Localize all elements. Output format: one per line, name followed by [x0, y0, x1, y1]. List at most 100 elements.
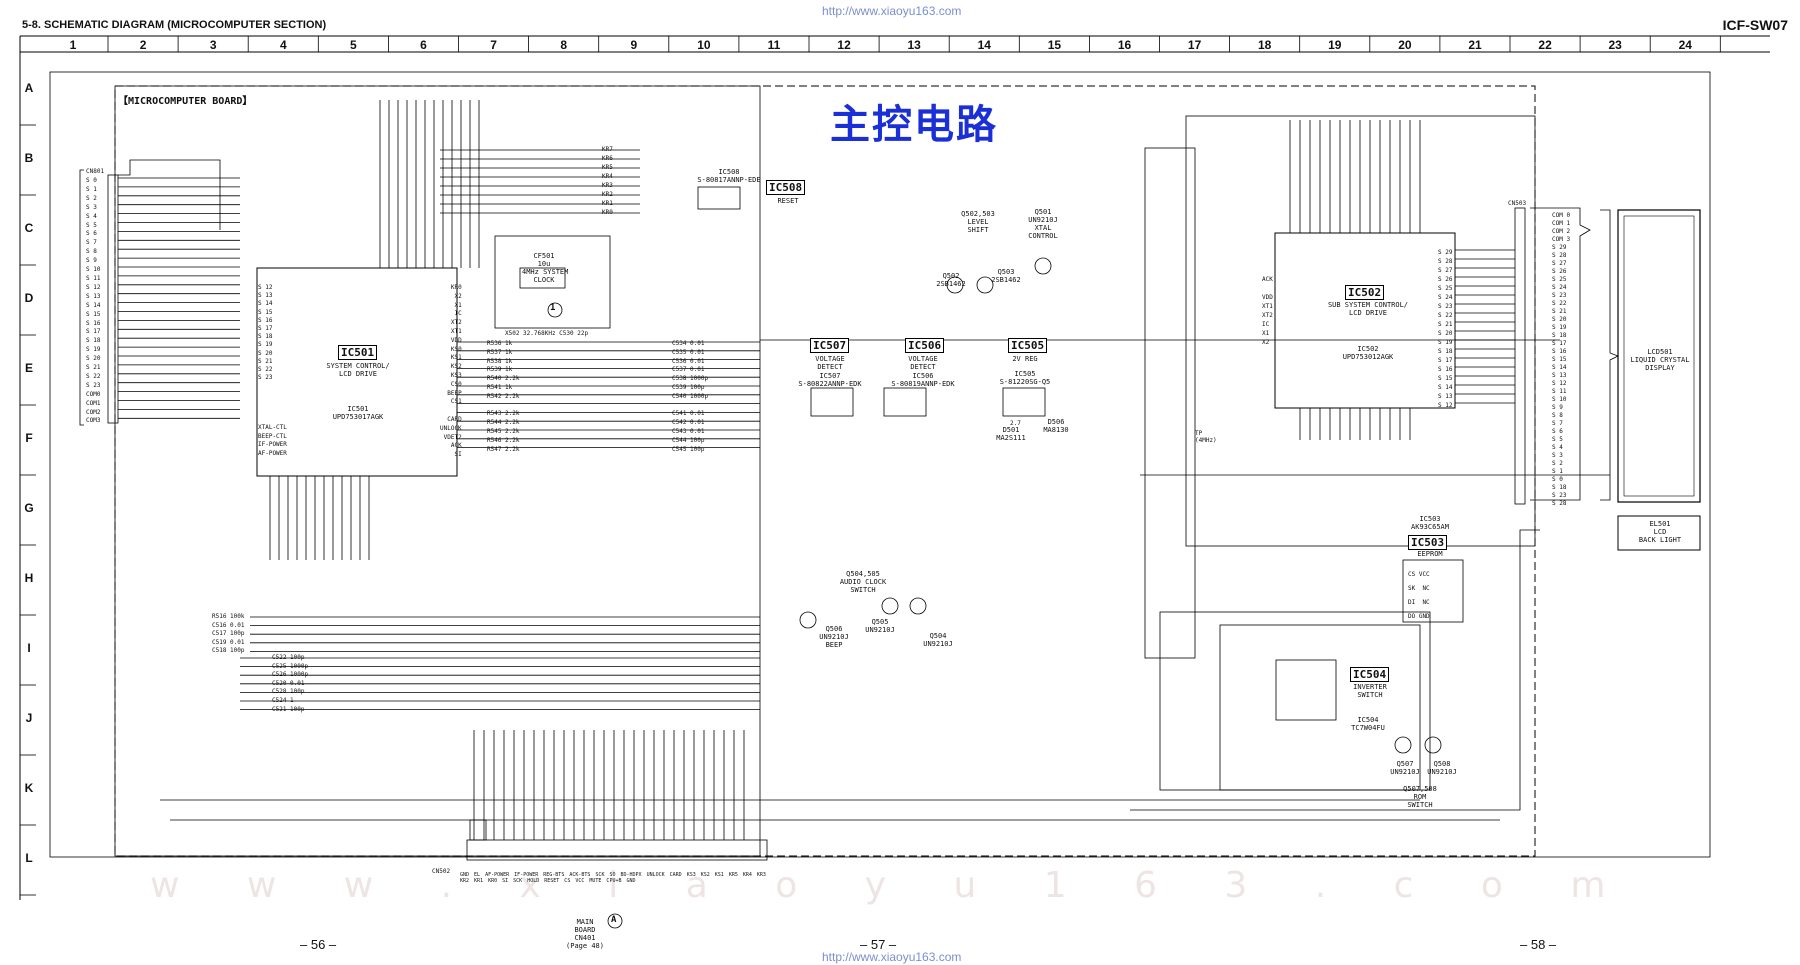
- column-number-2: 2: [139, 38, 147, 52]
- q505-part: Q505 UN9210J: [865, 618, 895, 634]
- row-letter-C: C: [24, 221, 34, 235]
- ic504-part: IC504 TC7W04FU: [1351, 716, 1385, 732]
- key-return-list: KR7 KR6 KR5 KR4 KR3 KR2 KR1 KR0: [602, 146, 613, 216]
- row-letter-D: D: [24, 291, 34, 305]
- ic507-tag: IC507: [810, 338, 850, 353]
- column-number-22: 22: [1538, 38, 1552, 52]
- main-board-label: MAIN BOARD CN401 (Page 48): [566, 918, 604, 950]
- ic505-desc: 2V REG: [1012, 355, 1038, 363]
- d501-label: D501 MA2S111: [996, 426, 1026, 442]
- ic502-part: IC502 UPD753012AGK: [1342, 345, 1394, 361]
- ic507-desc: VOLTAGE DETECT: [815, 355, 845, 371]
- ic501-left-pins: S 12 S 13 S 14 S 15 S 16 S 17 S 18 S 19 …: [258, 284, 273, 382]
- cn801-pins: S 0 S 1 S 2 S 3 S 4 S 5 S 6 S 7 S 8 S 9 …: [86, 177, 101, 425]
- ic503-tag: IC503: [1408, 535, 1448, 550]
- ic501-control-pins: XTAL-CTL BEEP-CTL IF-POWER AF-POWER: [258, 424, 287, 457]
- column-number-18: 18: [1258, 38, 1272, 52]
- column-number-13: 13: [907, 38, 921, 52]
- column-number-5: 5: [350, 38, 357, 52]
- row-letter-H: H: [24, 571, 34, 585]
- capacitor-list-lower: C522 100p C525 1000p C526 1000p C520 0.0…: [272, 654, 309, 713]
- ic502-right-pins: S 29 S 28 S 27 S 26 S 25 S 24 S 23 S 22 …: [1438, 249, 1453, 409]
- ic501-part: IC501 UPD753017AGK: [332, 405, 384, 421]
- tp-4mhz: TP (4MHz): [1195, 430, 1217, 444]
- row-letter-F: F: [25, 431, 33, 445]
- q504-505-label: Q504,505 AUDIO CLOCK SWITCH: [839, 570, 887, 594]
- ic502-left-pins: ACK VDD XT1 XT2 IC X1 X2: [1262, 276, 1273, 346]
- ic508-part: IC508 S-80817ANNP-EDE: [697, 168, 761, 184]
- el501-label: EL501 LCD BACK LIGHT: [1638, 520, 1682, 544]
- ic505-part: IC505 S-81220SG-Q5: [999, 370, 1051, 386]
- connector-a-marker: A: [611, 915, 617, 925]
- column-number-8: 8: [560, 38, 568, 52]
- column-number-7: 7: [490, 38, 497, 52]
- column-number-12: 12: [837, 38, 851, 52]
- q503-part: Q503 2SB1462: [991, 268, 1021, 284]
- cn503-pins: COM 0 COM 1 COM 2 COM 3 S 29 S 28 S 27 S…: [1552, 212, 1571, 507]
- watermark-url-top[interactable]: http://www.xiaoyu163.com: [822, 4, 962, 18]
- q504-part: Q504 UN9210J: [923, 632, 953, 648]
- column-number-11: 11: [767, 38, 781, 52]
- ic501-desc: SYSTEM CONTROL/ LCD DRIVE: [326, 362, 390, 378]
- row-letter-A: A: [24, 81, 34, 95]
- ic501-tag: IC501: [338, 345, 378, 360]
- ic502-desc: SUB SYSTEM CONTROL/ LCD DRIVE: [1327, 301, 1409, 317]
- column-number-23: 23: [1608, 38, 1622, 52]
- cn502-label: CN502: [432, 868, 451, 875]
- cn801-label: CN801: [86, 168, 105, 175]
- ic501-right-pins: KR0 X2 X1 IC XT2 XT1 VDD KS0 KS1 KS2 KS3…: [440, 284, 462, 459]
- row-letter-J: J: [25, 711, 33, 725]
- column-number-10: 10: [697, 38, 711, 52]
- page-number-57: – 57 –: [860, 937, 897, 952]
- column-number-4: 4: [279, 38, 287, 52]
- resistor-list-right: R536 1k R537 1k R538 1k R539 1k R540 2.2…: [487, 340, 520, 453]
- column-number-9: 9: [630, 38, 638, 52]
- model-number: ICF-SW07: [1722, 17, 1788, 33]
- q507-508-label: Q507,508 ROM SWITCH: [1403, 785, 1437, 809]
- lcd501-label: LCD501 LIQUID CRYSTAL DISPLAY: [1630, 348, 1690, 372]
- ic505-tag: IC505: [1008, 338, 1048, 353]
- ic508-desc: RESET: [777, 197, 799, 205]
- system-clock-label: CF501 10u 4MHz SYSTEM CLOCK: [522, 252, 569, 284]
- x502-label: X502 32.768KHz C530 22p: [505, 330, 589, 337]
- row-letter-B: B: [24, 151, 34, 165]
- watermark-bottom-text: w w w . x i a o y u 1 6 3 . c o m: [150, 865, 1634, 906]
- column-number-19: 19: [1328, 38, 1342, 52]
- board-label: 【MICROCOMPUTER BOARD】: [118, 96, 253, 107]
- section-title: 5-8. SCHEMATIC DIAGRAM (MICROCOMPUTER SE…: [22, 19, 327, 31]
- watermark-url-bottom[interactable]: http://www.xiaoyu163.com: [822, 950, 962, 964]
- column-number-20: 20: [1398, 38, 1412, 52]
- d506-label: D506 MA8130: [1043, 418, 1069, 434]
- test-point-1-marker: 1: [550, 303, 556, 313]
- ic508-tag: IC508: [766, 180, 806, 195]
- row-letter-E: E: [24, 361, 33, 375]
- ic503-desc: EEPROM: [1417, 550, 1443, 558]
- ic503-part: IC503 AK93C65AM: [1411, 515, 1449, 531]
- column-number-16: 16: [1117, 38, 1132, 52]
- row-letter-K: K: [24, 781, 34, 795]
- page-number-56: – 56 –: [300, 937, 337, 952]
- q502-503-label: Q502,503 LEVEL SHIFT: [961, 210, 995, 234]
- q508-part: Q508 UN9210J: [1427, 760, 1457, 776]
- column-number-1: 1: [69, 38, 77, 52]
- ic507-part: IC507 S-80822ANNP-EDK: [798, 372, 862, 388]
- ic506-desc: VOLTAGE DETECT: [908, 355, 938, 371]
- column-number-14: 14: [977, 38, 991, 52]
- capacitor-list-mid: C534 0.01 C535 0.01 C536 0.01 C537 0.01 …: [672, 340, 709, 453]
- row-letter-L: L: [25, 851, 33, 865]
- reg-voltage: 2.7: [1010, 420, 1021, 427]
- cn503-label: CN503: [1508, 200, 1527, 207]
- q502-part: Q502 2SB1462: [936, 272, 966, 288]
- row-letter-I: I: [27, 641, 31, 655]
- resistor-list-lower: R516 100k C516 0.01 C517 100p C519 0.01 …: [212, 613, 245, 655]
- column-number-6: 6: [420, 38, 427, 52]
- q507-part: Q507 UN9210J: [1390, 760, 1420, 776]
- ic506-part: IC506 S-80819ANNP-EDK: [891, 372, 955, 388]
- column-number-24: 24: [1678, 38, 1692, 52]
- cn502-pins: GND EL AF-POWER IF-POWER REG-BTS ACK-BTS…: [460, 872, 766, 884]
- column-number-15: 15: [1047, 38, 1062, 52]
- q506-label: Q506 UN9210J BEEP: [819, 625, 849, 649]
- column-number-21: 21: [1468, 38, 1482, 52]
- ic504-tag: IC504: [1350, 667, 1390, 682]
